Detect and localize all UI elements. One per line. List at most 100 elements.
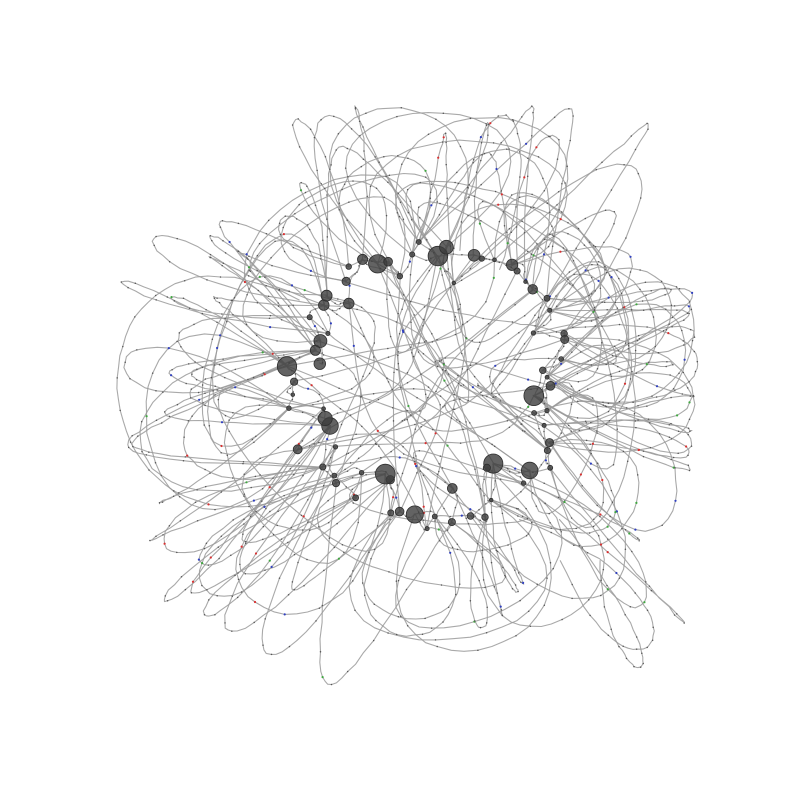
edge-181 <box>426 520 452 533</box>
edge-marker <box>442 309 444 312</box>
hub-node-68 <box>560 334 570 344</box>
edge-marker <box>521 116 523 118</box>
edge-marker <box>387 347 389 350</box>
edge-marker <box>412 388 415 390</box>
edge-108 <box>522 441 640 543</box>
edge-marker <box>389 294 391 297</box>
edge-marker <box>521 263 524 266</box>
edge-6 <box>158 407 323 505</box>
edge-marker <box>485 258 487 260</box>
edge-marker <box>148 451 150 453</box>
edge-marker <box>190 592 193 594</box>
edge-marker <box>525 534 528 537</box>
edge-marker <box>301 247 303 250</box>
edge-93 <box>394 117 569 265</box>
edge-marker <box>145 415 148 418</box>
edge-marker <box>348 201 350 203</box>
edge-marker <box>237 572 239 574</box>
edge-marker <box>546 202 549 205</box>
edge-marker <box>460 221 463 223</box>
edge-marker <box>593 306 596 309</box>
edge-marker <box>609 373 612 376</box>
edge-219 <box>436 253 476 257</box>
edge-136 <box>293 258 495 382</box>
edge-marker <box>622 307 624 309</box>
edge-marker <box>610 189 613 191</box>
edge-marker <box>497 203 500 206</box>
edge-marker <box>196 368 198 370</box>
edge-marker <box>555 331 558 333</box>
edge-marker <box>363 594 366 596</box>
edge-marker <box>482 317 484 320</box>
edge-marker <box>191 373 193 375</box>
edge-marker <box>599 515 601 518</box>
edge-178 <box>470 516 488 524</box>
edge-marker <box>410 346 412 348</box>
edge-marker <box>564 182 566 184</box>
edge-marker <box>456 419 458 421</box>
edge-marker <box>414 462 417 465</box>
edge-marker <box>606 584 608 587</box>
edge-marker <box>438 360 441 362</box>
edge-marker <box>467 523 470 525</box>
edge-marker <box>590 293 593 295</box>
edge-marker <box>155 419 158 421</box>
edge-marker <box>309 311 311 313</box>
edge-80 <box>292 118 401 277</box>
edge-marker <box>419 410 421 412</box>
edge-marker <box>201 384 204 386</box>
edge-marker <box>597 279 600 282</box>
edge-marker <box>249 270 252 272</box>
edge-marker <box>243 280 246 284</box>
edge-marker <box>559 529 562 531</box>
edge-marker <box>243 473 245 476</box>
edge-marker <box>278 288 281 291</box>
edge-marker <box>228 430 230 432</box>
edge-marker <box>633 412 636 415</box>
edge-marker <box>609 515 611 518</box>
edge-marker <box>399 201 402 203</box>
edge-marker <box>359 445 362 447</box>
edge-marker <box>541 298 544 301</box>
edge-marker <box>369 401 371 404</box>
edge-marker <box>403 419 406 421</box>
edge-marker <box>456 543 459 546</box>
edge-marker <box>357 355 359 358</box>
edge-marker <box>158 502 161 504</box>
edge-marker <box>343 183 346 186</box>
edge-marker <box>352 570 354 572</box>
edge-marker <box>214 508 216 511</box>
edge-marker <box>492 488 495 491</box>
edge-148 <box>477 382 549 451</box>
edge-marker <box>485 622 488 624</box>
edge-marker <box>506 420 509 422</box>
edge-marker <box>289 387 291 390</box>
edge-marker <box>409 300 412 303</box>
edge-marker <box>216 321 218 323</box>
edge-206 <box>323 304 332 334</box>
edge-41 <box>164 366 331 427</box>
edge-34 <box>529 394 599 515</box>
edge-marker <box>329 475 332 477</box>
edge-marker <box>278 577 281 579</box>
edge-marker <box>587 269 589 272</box>
edge-marker <box>473 375 476 378</box>
edge-marker <box>498 393 500 396</box>
edge-marker <box>155 235 157 238</box>
edge-marker <box>362 158 365 160</box>
edge-marker <box>670 396 672 399</box>
edge-marker <box>397 312 399 315</box>
edge-marker <box>167 347 170 350</box>
edge-marker <box>607 538 609 540</box>
edge-marker <box>247 266 251 269</box>
edge-marker <box>423 528 425 531</box>
edge-marker <box>242 462 244 465</box>
edge-marker <box>378 161 380 163</box>
edge-105 <box>325 145 448 297</box>
edge-149 <box>333 309 551 477</box>
edge-marker <box>253 441 255 443</box>
edge-marker <box>396 472 399 474</box>
edge-marker <box>639 288 641 291</box>
edge-marker <box>351 477 354 479</box>
edge-marker <box>291 398 294 401</box>
